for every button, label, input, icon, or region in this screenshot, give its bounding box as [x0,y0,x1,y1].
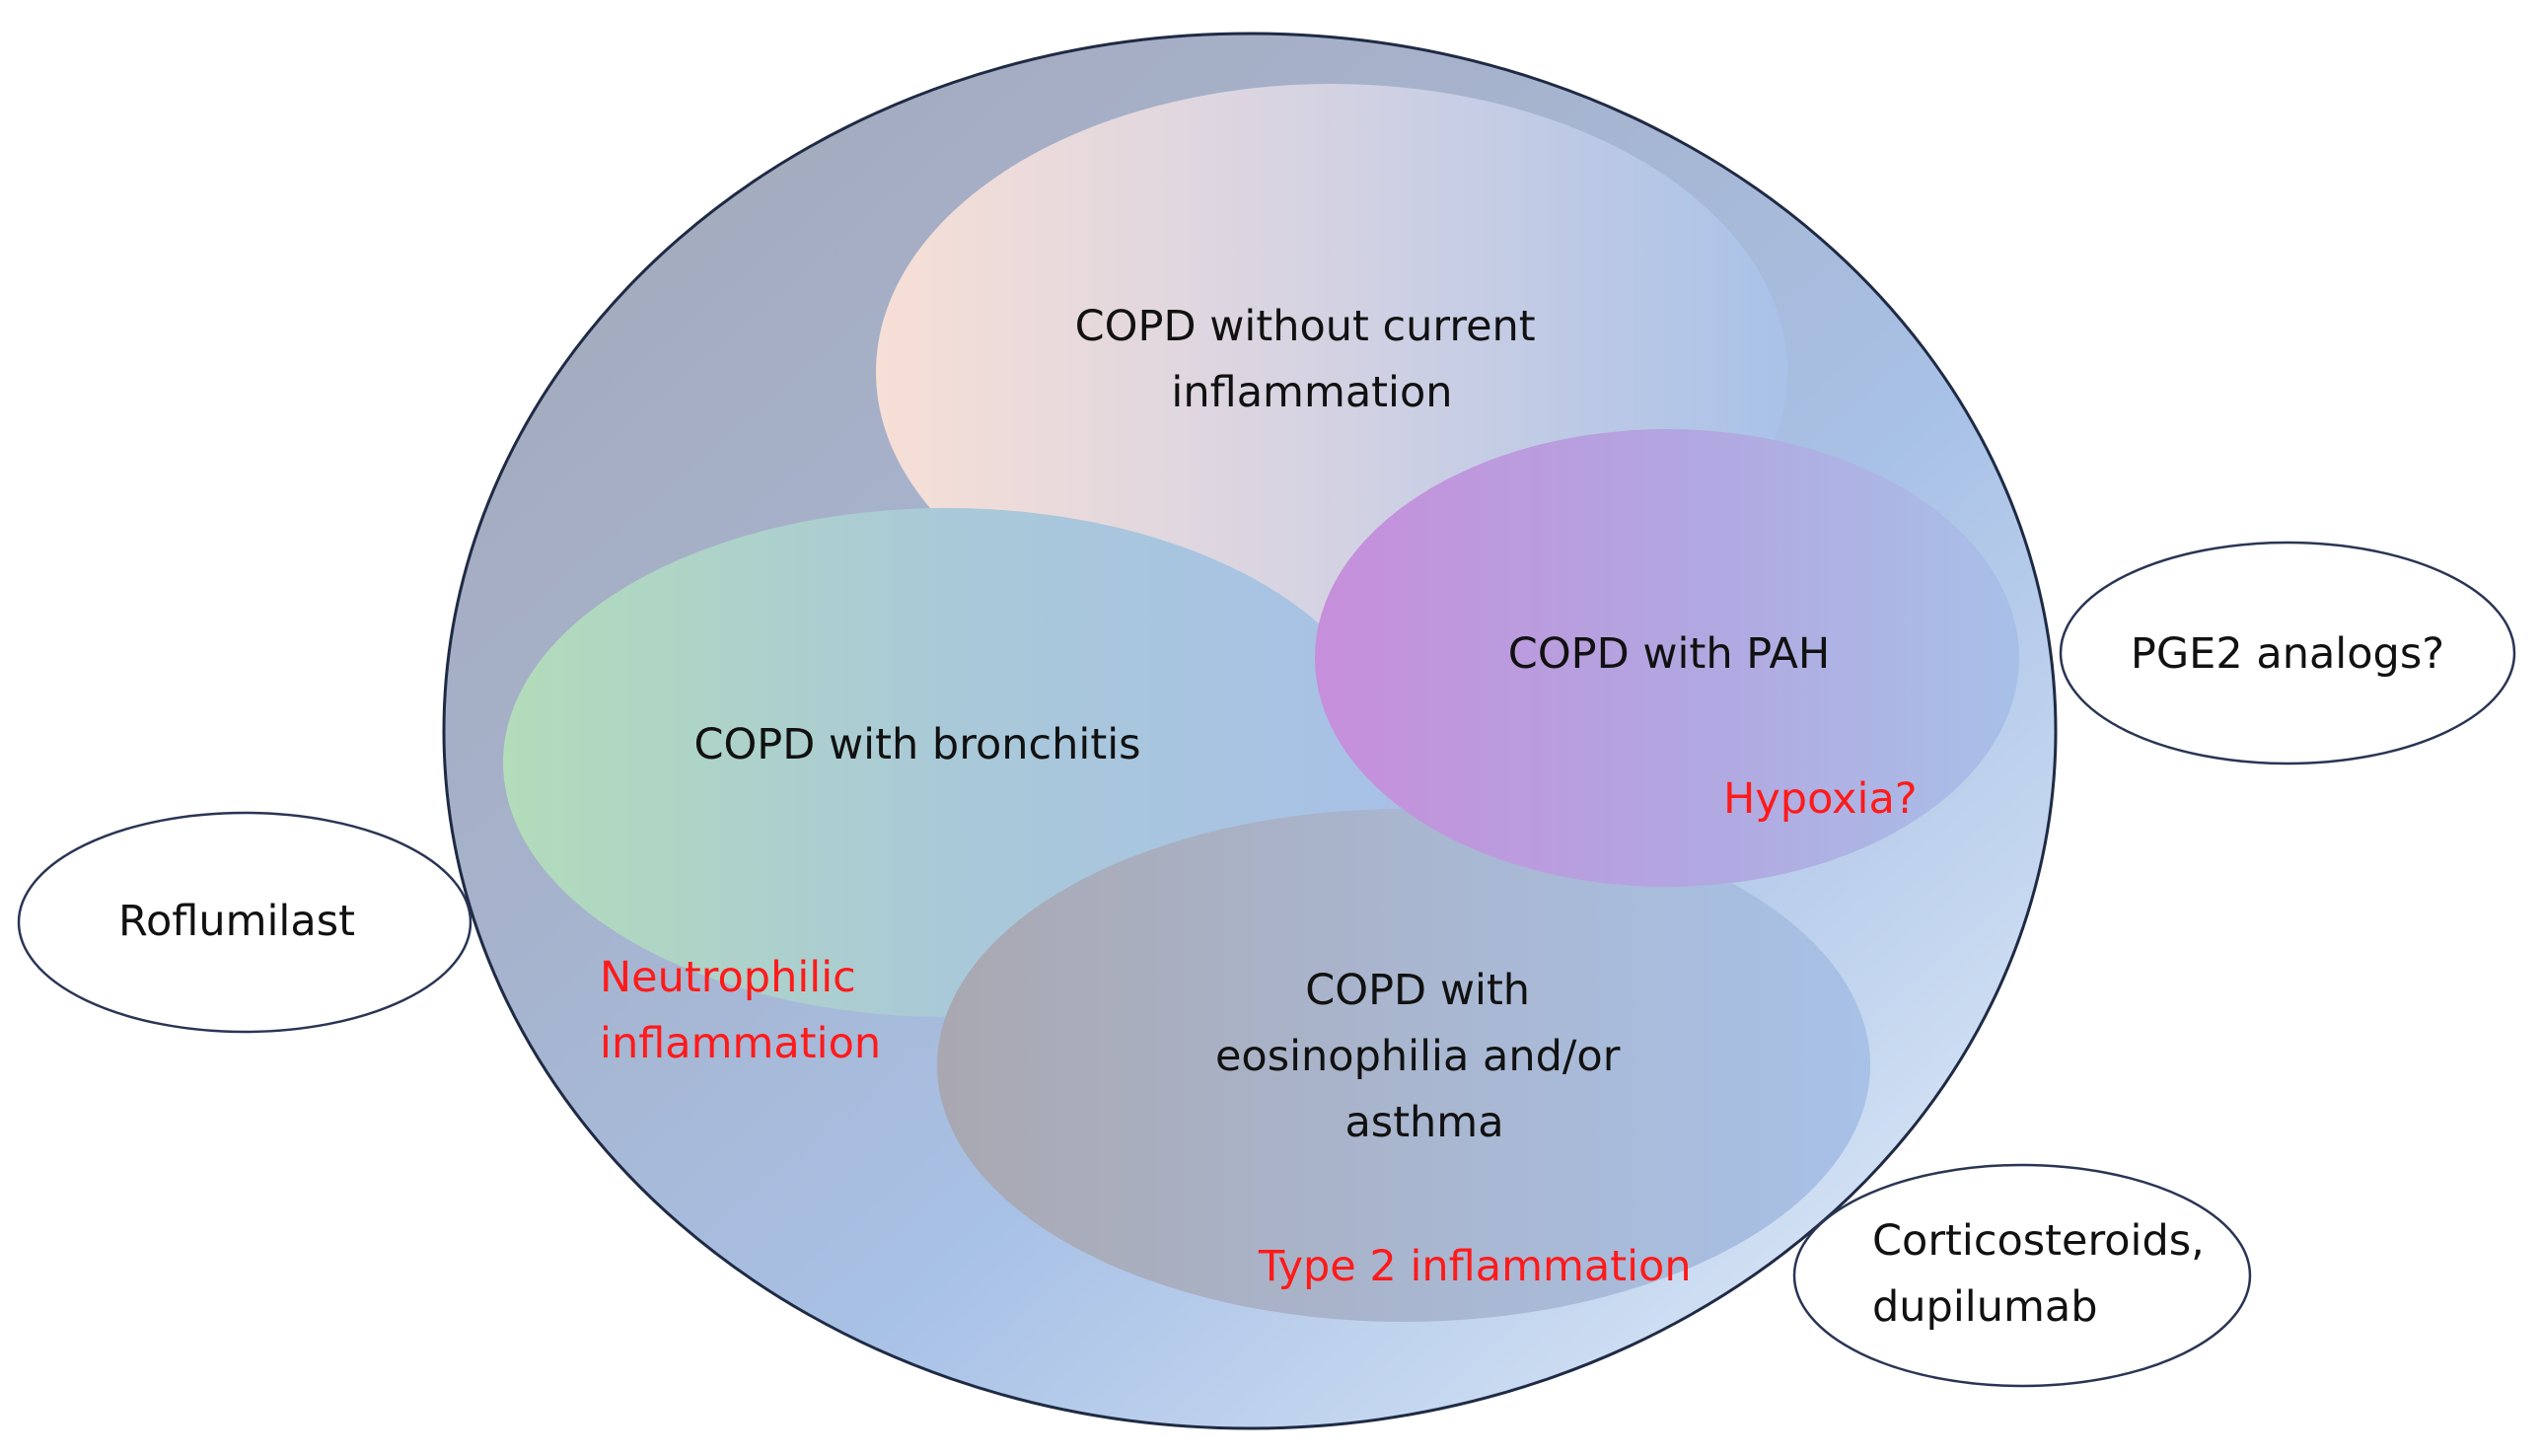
region-eosinophilia [937,809,1870,1322]
treatment-corticosteroids-ellipse [1792,1163,2252,1388]
region-pah [1315,429,2019,887]
eosinophilia-label: COPD with eosinophilia and/or asthma [1215,966,1634,1147]
pah-label: COPD with PAH [1508,629,1830,679]
corticosteroids-label: Corticosteroids, dupilumab [1872,1216,2218,1332]
roflumilast-label: Roflumilast [118,897,355,946]
bronchitis-label: COPD with bronchitis [693,720,1140,769]
neutrophilic-inflammation-label: Neutrophilic inflammation [600,953,881,1068]
pge2-analogs-label: PGE2 analogs? [2131,629,2444,679]
no-inflammation-label: COPD without current inflammation [1075,302,1550,417]
treatment-pge2-ellipse [2059,541,2516,765]
type2-inflammation-label: Type 2 inflammation [1258,1242,1692,1291]
hypoxia-label: Hypoxia? [1723,774,1918,824]
treatment-roflumilast-ellipse [17,811,472,1034]
